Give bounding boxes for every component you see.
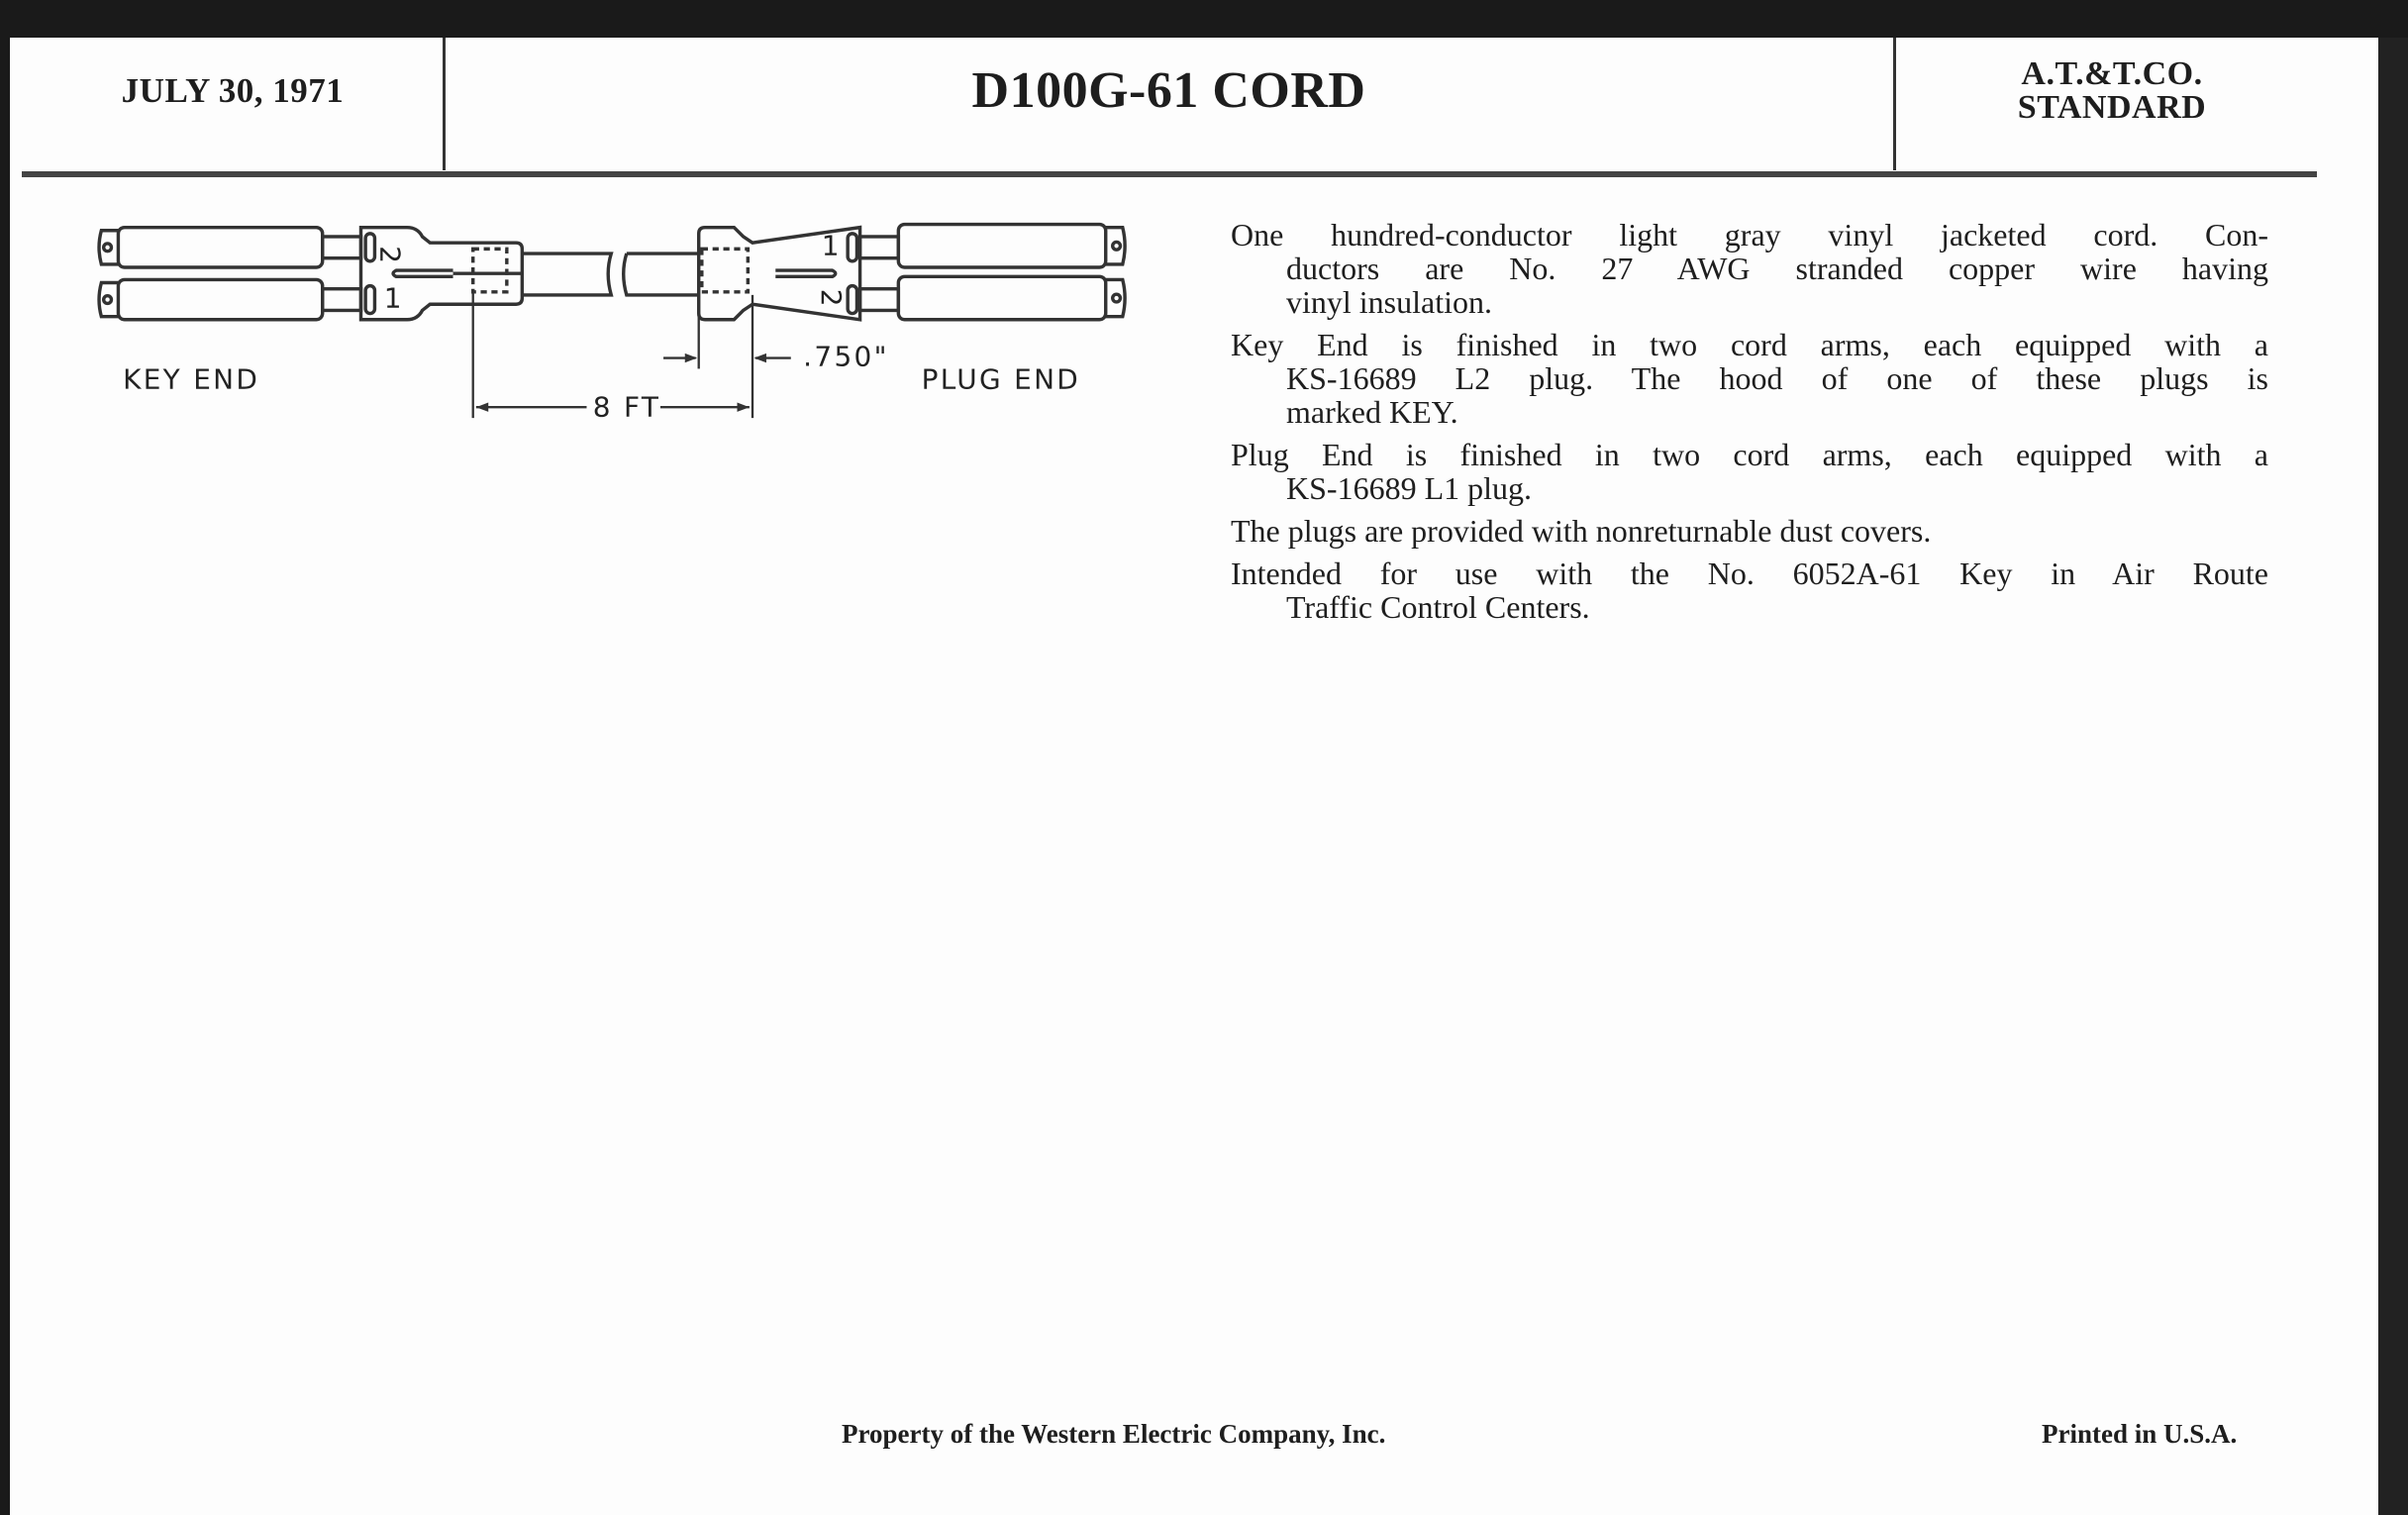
cord-segment — [522, 252, 614, 297]
text-line: The plugs are provided with nonreturnabl… — [1231, 513, 1932, 549]
description-paragraph: The plugs are provided with nonreturnabl… — [1231, 514, 2268, 548]
text-line: Traffic Control Centers. — [1286, 589, 1590, 625]
text-line: Intended for use with the No. 6052A-61 K… — [1231, 556, 2268, 591]
plug-tip — [97, 280, 119, 319]
description-paragraph: Plug End is finished in two cord arms, e… — [1231, 438, 2268, 505]
key-end-label: KEY END — [123, 363, 259, 396]
text-line: ductors are No. 27 AWG stranded copper w… — [1286, 251, 2268, 286]
plug-body — [896, 274, 1108, 322]
text-line: marked KEY. — [1286, 394, 1458, 430]
key-end-plugs — [97, 225, 614, 322]
printed-notice: Printed in U.S.A. — [2042, 1419, 2238, 1449]
dust-cover-outline — [700, 247, 751, 294]
text-line: KS-16689 L1 plug. — [1286, 470, 1532, 506]
plug-tip — [97, 229, 119, 266]
dust-cover-outline — [471, 247, 509, 294]
description: One hundred-conductor light gray vinyl j… — [1231, 218, 2268, 633]
text-line: vinyl insulation. — [1286, 284, 1492, 320]
header-divider — [443, 38, 446, 170]
dimension-label: .750" — [803, 340, 889, 372]
plug-body — [896, 222, 1108, 269]
text-line: Plug End is finished in two cord arms, e… — [1231, 437, 2268, 472]
spec-sheet-paper — [10, 38, 2378, 1515]
header-divider — [1893, 38, 1896, 170]
page-title: D100G-61 CORD — [971, 62, 1366, 119]
key-end-hood — [358, 225, 525, 322]
plug-body — [116, 277, 325, 322]
description-paragraph: Key End is finished in two cord arms, ea… — [1231, 328, 2268, 429]
text-line: Key End is finished in two cord arms, ea… — [1231, 327, 2268, 362]
plug-marking: 2 — [374, 246, 407, 265]
dimension-lines — [471, 291, 791, 419]
standard-label: A.T.&T.CO. STANDARD — [1894, 57, 2330, 125]
standard-line-2: STANDARD — [2017, 89, 2207, 126]
plug-marking: 1 — [822, 230, 842, 262]
plug-end-plugs — [622, 222, 1127, 322]
standard-line-1: A.T.&T.CO. — [2021, 55, 2203, 92]
plug-end-label: PLUG END — [922, 363, 1080, 396]
description-paragraph: One hundred-conductor light gray vinyl j… — [1231, 218, 2268, 319]
scan-edge — [2378, 38, 2408, 1515]
text-line: KS-16689 L2 plug. The hood of one of the… — [1286, 360, 2268, 396]
plug-tip — [1105, 277, 1127, 319]
cord-segment — [622, 252, 699, 297]
length-label: 8 FT — [593, 391, 661, 424]
property-notice: Property of the Western Electric Company… — [842, 1419, 1386, 1449]
header-rule — [22, 171, 2317, 177]
plug-marking: 1 — [384, 281, 404, 314]
issue-date: JULY 30, 1971 — [121, 71, 345, 110]
plug-body — [116, 225, 325, 269]
plug-marking: 2 — [815, 289, 848, 309]
description-paragraph: Intended for use with the No. 6052A-61 K… — [1231, 556, 2268, 624]
text-line: One hundred-conductor light gray vinyl j… — [1231, 217, 2268, 252]
plug-tip — [1105, 225, 1127, 266]
